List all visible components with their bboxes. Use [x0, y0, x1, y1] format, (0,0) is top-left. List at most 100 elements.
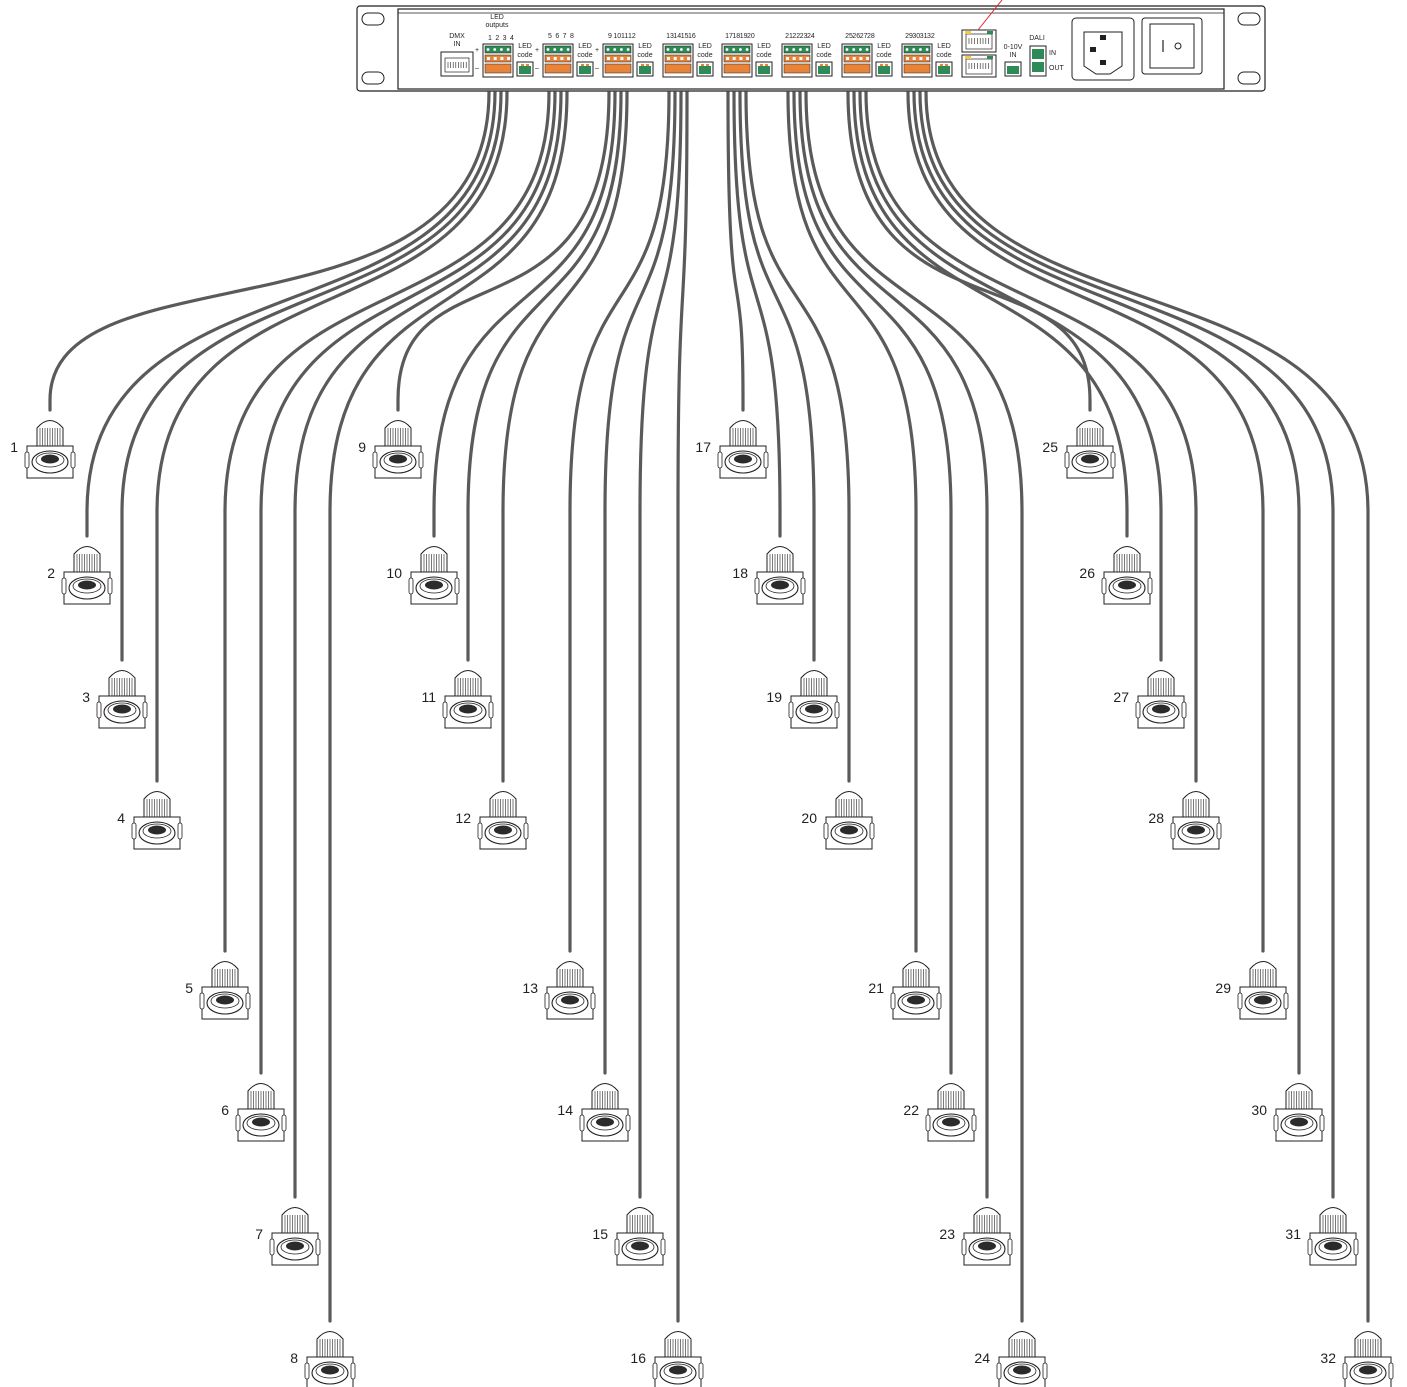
downlight-18: 18: [732, 546, 806, 605]
fixture-number-label: 19: [766, 689, 782, 705]
led-code-label-2: code: [637, 52, 652, 59]
channel-number-label: 15: [681, 33, 689, 40]
downlight-10: 10: [386, 546, 460, 605]
downlight-19: 19: [766, 670, 840, 729]
cable-2: [85, 76, 497, 538]
channel-number-label: 13: [666, 33, 674, 40]
led-code-label-2: code: [936, 52, 951, 59]
mount-slot: [1237, 12, 1261, 26]
channel-number-label: 22: [792, 33, 800, 40]
cable-11: [466, 76, 623, 662]
fixture-layer: 1234567891011121314151617181920212223242…: [10, 420, 1394, 1387]
led-code-block: LED code: [696, 43, 714, 77]
downlight-11: 11: [421, 670, 494, 729]
downlight-20: 20: [801, 791, 875, 850]
cable-18: [732, 76, 782, 538]
channel-number-label: 12: [628, 33, 636, 40]
fixture-number-label: 2: [47, 565, 55, 581]
led-code-label-2: code: [756, 52, 771, 59]
fixture-number-label: 6: [221, 1102, 229, 1118]
cable-32: [924, 76, 1370, 1323]
channel-number-label: 8: [570, 33, 574, 40]
polarity-plus: +: [535, 47, 539, 54]
cable-30: [912, 76, 1301, 1075]
fixture-number-label: 27: [1113, 689, 1129, 705]
fixture-number-label: 14: [557, 1102, 573, 1118]
cable-10: [432, 76, 617, 538]
mount-slot: [1237, 71, 1261, 85]
cable-15: [638, 76, 683, 1199]
downlight-28: 28: [1148, 791, 1222, 850]
fixture-number-label: 29: [1215, 980, 1231, 996]
led-code-label-2: code: [876, 52, 891, 59]
downlight-14: 14: [557, 1083, 631, 1142]
fixture-number-label: 12: [455, 810, 471, 826]
polarity-minus: –: [475, 65, 479, 72]
downlight-23: 23: [939, 1207, 1013, 1266]
dali-connector: DALI IN OUT: [1029, 35, 1065, 77]
annotation-leader-line: [977, 0, 1003, 31]
fixture-number-label: 10: [386, 565, 402, 581]
channel-number-label: 6: [555, 33, 559, 40]
cable-5: [223, 76, 551, 953]
downlight-1: 1: [10, 420, 76, 479]
channel-number-label: 28: [867, 33, 875, 40]
cable-20: [744, 76, 851, 783]
led-code-label-1: LED: [518, 43, 532, 50]
dali-label: DALI: [1029, 35, 1045, 42]
dim-in-label-1: 0-10V: [1004, 44, 1023, 51]
cable-8: [328, 76, 569, 1323]
cable-21: [786, 76, 918, 953]
led-code-label-2: code: [697, 52, 712, 59]
channel-number-label: 25: [845, 33, 853, 40]
channel-number-label: 26: [852, 33, 860, 40]
downlight-13: 13: [522, 961, 596, 1020]
downlight-6: 6: [221, 1083, 287, 1142]
downlight-25: 25: [1042, 420, 1116, 479]
downlight-27: 27: [1113, 670, 1187, 729]
channel-number-label: 23: [800, 33, 808, 40]
led-outputs-label-1: LED: [490, 14, 504, 21]
led-code-label-1: LED: [698, 43, 712, 50]
downlight-24: 24: [974, 1331, 1048, 1387]
downlight-2: 2: [47, 546, 113, 605]
downlight-17: 17: [695, 420, 769, 479]
led-code-label-1: LED: [877, 43, 891, 50]
fixture-number-label: 24: [974, 1350, 990, 1366]
channel-number-label: 9: [608, 33, 612, 40]
fixture-number-label: 8: [290, 1350, 298, 1366]
channel-number-label: 19: [740, 33, 748, 40]
downlight-7: 7: [255, 1207, 321, 1266]
mount-slot: [361, 12, 385, 26]
dmx-in-label-1: DMX: [449, 33, 465, 40]
fixture-number-label: 21: [868, 980, 884, 996]
dmx-in-port: DMX IN: [440, 33, 474, 77]
fixture-number-label: 5: [185, 980, 193, 996]
fixture-number-label: 20: [801, 810, 817, 826]
led-code-label-2: code: [577, 52, 592, 59]
polarity-minus: –: [595, 65, 599, 72]
channel-number-label: 1: [488, 35, 492, 42]
fixture-number-label: 3: [82, 689, 90, 705]
dimmer-input: 0-10V IN: [1004, 44, 1023, 77]
cable-9: [396, 76, 611, 412]
channel-number-label: 30: [912, 33, 920, 40]
downlight-12: 12: [455, 791, 529, 850]
fixture-number-label: 25: [1042, 439, 1058, 455]
channel-number-label: 24: [807, 33, 815, 40]
channel-number-label: 31: [920, 33, 928, 40]
led-code-label-1: LED: [578, 43, 592, 50]
dmx-in-label-2: IN: [454, 41, 461, 48]
channel-number-label: 20: [747, 33, 755, 40]
cable-14: [603, 76, 677, 1075]
downlight-8: 8: [290, 1331, 356, 1387]
fixture-number-label: 31: [1285, 1226, 1301, 1242]
